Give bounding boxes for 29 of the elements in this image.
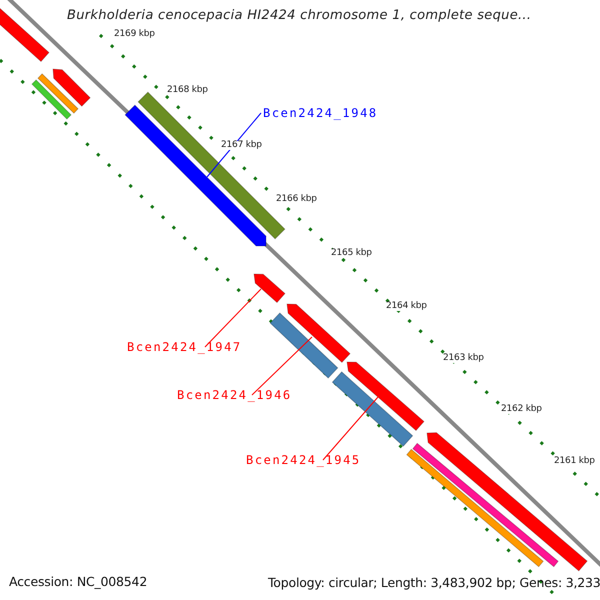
tick-label: 2169 kbp [113,30,156,39]
gene-feature [31,79,72,120]
gene-label: Bcen2424_1948 [263,107,378,119]
gene-label: Bcen2424_1947 [127,341,242,353]
leader-line [204,288,262,348]
gene-label: Bcen2424_1945 [246,454,361,466]
gene-feature [52,68,91,107]
gene-feature [406,448,544,568]
gene-feature [286,304,351,363]
tick-label: 2164 kbp [385,302,428,311]
gene-feature [346,362,425,432]
tick-label: 2165 kbp [330,249,373,258]
gene-label: Bcen2424_1946 [177,389,292,401]
gene-feature [332,371,414,447]
footer-text: Topology: circular; Length: 3,483,902 bp; Genes: 3,233 [268,577,600,590]
leader-line [322,396,378,460]
gene-feature [270,312,338,379]
gene-feature [37,73,79,114]
gene-feature [0,6,50,62]
leader-line [252,336,312,396]
tick-label: 2166 kbp [275,195,318,204]
gene-feature [254,274,286,304]
tick-label: 2163 kbp [442,354,485,363]
tick-label: 2162 kbp [500,405,543,414]
title: Burkholderia cenocepacia HI2424 chromosome 1, complete seque... [67,9,532,22]
tick-label: 2168 kbp [166,86,209,95]
tick-label: 2161 kbp [553,457,596,466]
tick-label: 2167 kbp [220,141,263,150]
footer-text: Accession: NC_008542 [9,576,148,588]
